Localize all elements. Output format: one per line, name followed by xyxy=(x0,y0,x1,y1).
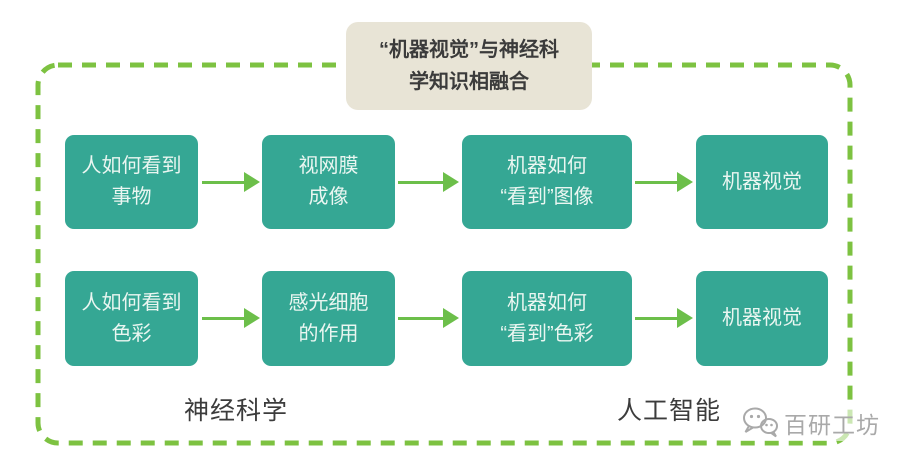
arrow-head xyxy=(677,172,693,192)
flow-arrow-icon xyxy=(635,308,693,328)
arrow-shaft xyxy=(635,316,677,320)
arrow-head xyxy=(244,172,260,192)
flow-arrow-icon xyxy=(202,172,260,192)
watermark: 百研工坊 xyxy=(739,405,882,441)
arrow-head xyxy=(443,172,459,192)
flow-box-machine-vision-top: 机器视觉 xyxy=(696,135,828,229)
arrow-shaft xyxy=(202,316,244,320)
arrow-shaft xyxy=(202,180,244,184)
dashed-border-frame xyxy=(35,62,853,446)
flow-box-how-machines-see-images: 机器如何 “看到”图像 xyxy=(462,135,632,229)
flow-box-how-machines-see-color: 机器如何 “看到”色彩 xyxy=(462,271,632,366)
arrow-shaft xyxy=(398,316,443,320)
arrow-shaft xyxy=(635,180,677,184)
arrow-shaft xyxy=(398,180,443,184)
flow-box-how-humans-see-color: 人如何看到 色彩 xyxy=(65,271,198,366)
flow-box-machine-vision-bottom: 机器视觉 xyxy=(696,271,828,366)
footer-label-artificial-intelligence: 人工智能 xyxy=(617,397,722,425)
arrow-head xyxy=(677,308,693,328)
wechat-chat-bubbles-icon xyxy=(743,407,778,438)
title-box: “机器视觉”与神经科 学知识相融合 xyxy=(346,22,592,110)
flow-arrow-icon xyxy=(635,172,693,192)
flow-arrow-icon xyxy=(202,308,260,328)
flow-box-retina-imaging: 视网膜 成像 xyxy=(262,135,395,229)
footer-label-neuroscience: 神经科学 xyxy=(184,397,289,425)
arrow-head xyxy=(244,308,260,328)
flow-box-photoreceptor-cells: 感光细胞 的作用 xyxy=(262,271,395,366)
flow-arrow-icon xyxy=(398,308,459,328)
flow-arrow-icon xyxy=(398,172,459,192)
watermark-label: 百研工坊 xyxy=(784,412,880,438)
flow-box-how-humans-see-things: 人如何看到 事物 xyxy=(65,135,198,229)
arrow-head xyxy=(443,308,459,328)
